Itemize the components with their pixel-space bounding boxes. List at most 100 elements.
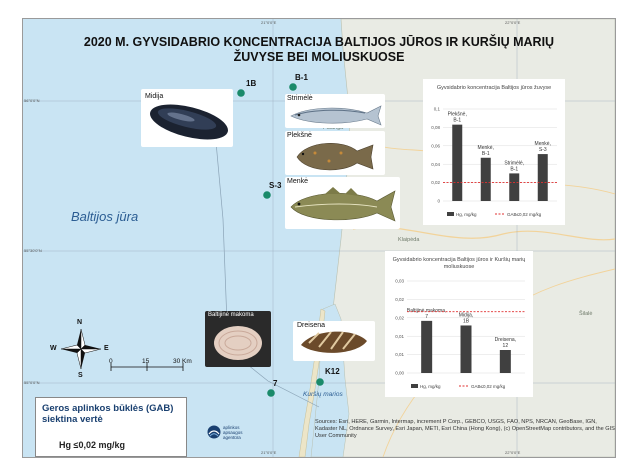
station-marker-7[interactable] [267, 389, 275, 397]
bar-label: 12 [503, 343, 509, 349]
bar-label: Menkė, [478, 145, 494, 151]
zebra-mussel-icon [301, 331, 367, 353]
scale-label-30: 30 Km [173, 358, 192, 365]
bar-label: B-1 [482, 151, 490, 157]
bar-label: 1B [463, 318, 470, 324]
y-tick-label: 0,01 [395, 352, 404, 357]
grid-label-lon: 21°0'0"E [261, 20, 277, 25]
bar-label: Menkė, [535, 141, 551, 147]
y-tick-label: 0,00 [395, 371, 404, 376]
gab-value: Hg ≤0,02 mg/kg [59, 440, 125, 450]
station-marker-b1[interactable] [289, 83, 297, 91]
y-tick-label: 0 [437, 199, 440, 204]
bar-label: S-3 [539, 147, 547, 153]
bar-label: 7 [425, 314, 428, 320]
grid-label-lon-bottom: 22°0'0"E [505, 450, 521, 455]
legend-swatch [411, 384, 418, 388]
clam-icon [214, 326, 262, 360]
station-label-k12: K12 [325, 367, 340, 376]
legend-label: GAB≤0,02 mg/kg [471, 384, 506, 389]
y-tick-label: 0,02 [395, 315, 404, 320]
scale-label-15: 15 [142, 358, 150, 365]
place-palanga: Palanga [323, 125, 344, 131]
y-tick-label: 0,03 [395, 279, 404, 284]
station-marker-1b[interactable] [237, 89, 245, 97]
chart-fish-panel: Gyvsidabrio koncentracija Baltijos jūros… [423, 79, 565, 225]
compass-w: W [50, 345, 57, 352]
plekšne-photo: Plekšnė [285, 131, 385, 175]
species-label-baltijine: Baltijinė makoma [208, 312, 254, 318]
map-title-line-2: ŽUVYSE BEI MOLIUSKUOSE [233, 50, 405, 64]
grid-label-lat: 56°0'0"N [24, 98, 40, 103]
y-tick-label: 0,08 [431, 125, 440, 130]
gab-legend-box: Geros aplinkos būklės (GAB) siektina ver… [35, 397, 187, 457]
species-label-midija: Midija [145, 93, 164, 100]
compass-s: S [78, 372, 83, 379]
map-sources-credit: Sources: Esri, HERE, Garmin, Intermap, i… [315, 419, 615, 440]
grid-label-lat: 55°30'0"N [24, 248, 42, 253]
menke-photo: Menkė [285, 177, 400, 229]
legend-label: Hg, mg/kg [456, 212, 477, 217]
bar [499, 350, 511, 373]
baltijine-makoma-photo: Baltijinė makoma [205, 311, 271, 367]
bar-label: B-1 [510, 166, 518, 172]
y-tick-label: 0,1 [434, 107, 441, 112]
agency-logo-icon [207, 425, 221, 439]
map-frame: 2020 M. GYVSIDABRIO KONCENTRACIJA BALTIJ… [22, 18, 616, 458]
bar-label: Dreisena, [495, 337, 516, 343]
mussel-icon [150, 104, 228, 140]
herring-icon [290, 105, 382, 126]
grid-label-lon-bottom: 21°0'0"E [261, 450, 277, 455]
species-label-dreisena: Dreisena [297, 322, 326, 329]
scale-bar [110, 363, 184, 371]
bar-label: Midija, [459, 312, 473, 318]
station-marker-s3[interactable] [263, 191, 271, 199]
species-label-menke: Menkė [287, 178, 309, 185]
midija-photo: Midija [141, 89, 233, 147]
chart-fish-title: Gyvsidabrio koncentracija Baltijos jūros… [436, 85, 552, 91]
agency-logo-text: aplinkos apsaugos agentūra [223, 425, 243, 440]
legend-label: GAB≤0,02 mg/kg [507, 212, 542, 217]
gab-title: Geros aplinkos būklės (GAB) siektina ver… [42, 403, 174, 425]
y-tick-label: 0,02 [395, 297, 404, 302]
station-label-1b: 1B [246, 79, 257, 88]
bar [460, 325, 472, 373]
dreisena-photo: Dreisena [293, 321, 375, 361]
bar-label: B-1 [453, 118, 461, 124]
bar-label: Strimėlė, [504, 160, 524, 166]
flounder-icon [296, 142, 374, 171]
legend-swatch [447, 212, 454, 216]
logo-line: aplinkos [223, 425, 240, 430]
sea-label: Baltijos jūra [71, 209, 139, 224]
bar [537, 154, 548, 201]
logo-line: agentūra [223, 435, 241, 440]
station-label-s3: S-3 [269, 181, 282, 190]
station-label-7: 7 [273, 379, 278, 388]
chart-molluscs-panel: Gyvsidabrio koncentracija Baltijos jūros… [385, 251, 533, 397]
y-tick-label: 0,01 [395, 334, 404, 339]
species-label-plekšne: Plekšnė [287, 132, 312, 139]
cod-icon [290, 187, 396, 222]
scale-label-0: 0 [109, 358, 113, 365]
bar [480, 157, 491, 201]
chart-molluscs-title: Gyvsidabrio koncentracija Baltijos jūros… [392, 257, 526, 270]
chart-fish: 00,020,040,060,080,1Plekšnė,B-1Menkė,B-1… [431, 107, 557, 217]
bar [509, 173, 520, 201]
place-silale: Šilalė [579, 311, 593, 317]
y-tick-label: 0,04 [431, 162, 440, 167]
bar [452, 124, 463, 201]
y-tick-label: 0,02 [431, 180, 440, 185]
bar-label: Plekšnė, [448, 112, 467, 118]
strimele-photo: Strimėlė [285, 94, 385, 128]
compass-e: E [104, 345, 109, 352]
place-klaipeda: Klaipėda [398, 237, 420, 243]
species-label-strimele: Strimėlė [287, 95, 313, 102]
station-label-b1: B-1 [295, 73, 308, 82]
station-marker-k12[interactable] [316, 378, 324, 386]
grid-label-lon: 22°0'0"E [505, 20, 521, 25]
legend-label: Hg, mg/kg [420, 384, 441, 389]
compass-n: N [77, 319, 83, 326]
y-tick-label: 0,06 [431, 143, 440, 148]
logo-line: apsaugos [223, 430, 243, 435]
